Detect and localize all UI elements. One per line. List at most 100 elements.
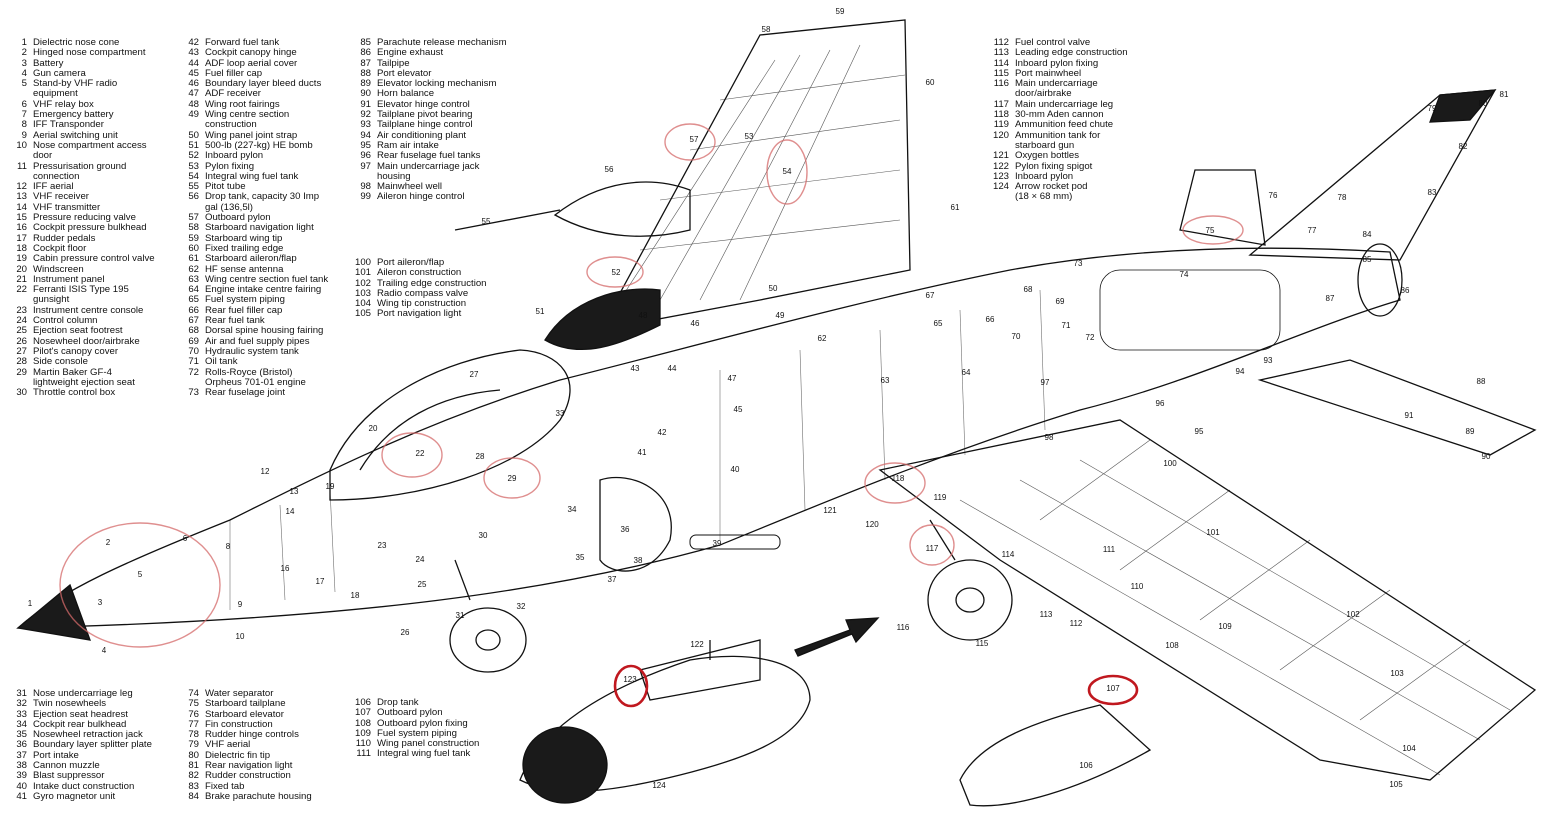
legend-item-number: 71 xyxy=(188,356,199,368)
callout-label: 121 xyxy=(823,506,837,515)
callout-label: 82 xyxy=(1459,142,1468,151)
legend-item-number: 42 xyxy=(188,37,199,48)
legend-item-number: 35 xyxy=(16,729,27,741)
legend-item-text: Ram air intake xyxy=(377,139,439,151)
legend-item-text: Arrow rocket pod (18 × 68 mm) xyxy=(1015,181,1088,203)
legend-item-text: Cockpit pressure bulkhead xyxy=(33,222,147,234)
callout-label: 89 xyxy=(1466,427,1475,436)
legend-item-number: 52 xyxy=(188,150,199,162)
legend-item-number: 110 xyxy=(355,738,371,750)
legend-item-number: 121 xyxy=(992,150,1009,162)
legend-item-text: Gyro magnetor unit xyxy=(33,790,116,802)
legend-item-number: 45 xyxy=(188,67,199,79)
legend-item-number: 32 xyxy=(16,698,27,710)
legend-item-number: 22 xyxy=(16,284,27,296)
legend-item-text: Nose undercarriage leg xyxy=(33,688,133,699)
callout-label: 12 xyxy=(261,467,270,476)
callout-label: 88 xyxy=(1477,377,1486,386)
legend-item-text: Air and fuel supply pipes xyxy=(205,335,310,347)
callout-label: 59 xyxy=(836,7,845,16)
legend-item-number: 4 xyxy=(21,67,27,79)
legend-item-number: 86 xyxy=(360,47,371,59)
callout-label: 34 xyxy=(568,505,577,514)
legend-item-text: Ammunition tank for starboard gun xyxy=(1015,129,1101,151)
aircraft-illustration xyxy=(16,19,1537,807)
highlight-ring xyxy=(664,123,716,161)
callout-label: 56 xyxy=(605,165,614,174)
callout-label: 8 xyxy=(226,542,231,551)
legend-item-number: 64 xyxy=(188,284,199,296)
legend-item-text: Intake duct construction xyxy=(33,780,135,792)
legend-item-number: 34 xyxy=(16,718,27,730)
legend-item-text: Inboard pylon xyxy=(205,150,264,162)
legend-item-number: 17 xyxy=(16,232,27,244)
legend-item-number: 12 xyxy=(16,181,27,193)
callout-label: 2 xyxy=(106,538,111,547)
legend-item-text: Cockpit canopy hinge xyxy=(205,47,297,59)
legend-item-number: 82 xyxy=(188,770,199,782)
legend-item-text: Wing panel joint strap xyxy=(205,129,298,141)
callout-label: 10 xyxy=(236,632,245,641)
legend-item-number: 85 xyxy=(360,37,371,48)
legend-item-number: 2 xyxy=(21,47,27,59)
highlight-ring xyxy=(1182,215,1244,245)
legend-item-number: 80 xyxy=(188,749,199,761)
callout-label: 53 xyxy=(745,132,754,141)
legend-item-text: Elevator locking mechanism xyxy=(377,78,497,90)
callout-label: 65 xyxy=(934,319,943,328)
legend-item-text: Ejection seat footrest xyxy=(33,325,123,337)
legend-item-text: Rear fuselage fuel tanks xyxy=(377,150,481,162)
legend-item-text: Aerial switching unit xyxy=(33,129,118,141)
callout-label: 72 xyxy=(1086,333,1095,342)
legend-item-number: 60 xyxy=(188,242,199,254)
callout-label: 37 xyxy=(608,575,617,584)
legend-item-number: 15 xyxy=(16,212,27,224)
legend-item-text: Outboard pylon xyxy=(377,707,443,719)
callout-label: 58 xyxy=(762,25,771,34)
callout-label: 4 xyxy=(102,646,107,655)
highlight-ring xyxy=(381,432,443,478)
legend-item-text: Rear navigation light xyxy=(205,760,293,772)
legend-item-text: Dielectric nose cone xyxy=(33,37,120,48)
legend-item-number: 61 xyxy=(188,253,199,265)
legend-item-number: 6 xyxy=(21,98,27,110)
legend-item-text: Port mainwheel xyxy=(1015,67,1082,79)
legend-item-number: 55 xyxy=(188,181,199,193)
port-drop-tank xyxy=(959,704,1152,807)
legend-item-number: 118 xyxy=(993,109,1009,121)
legend-item-number: 46 xyxy=(188,78,199,90)
highlight-ring xyxy=(613,664,649,708)
legend-item-text: Pilot's canopy cover xyxy=(33,345,119,357)
legend-item-number: 53 xyxy=(188,160,199,172)
legend-item-number: 77 xyxy=(188,718,199,730)
legend-item-text: Aileron construction xyxy=(377,267,462,279)
legend-item-number: 48 xyxy=(188,98,199,110)
port-wing xyxy=(878,419,1537,781)
